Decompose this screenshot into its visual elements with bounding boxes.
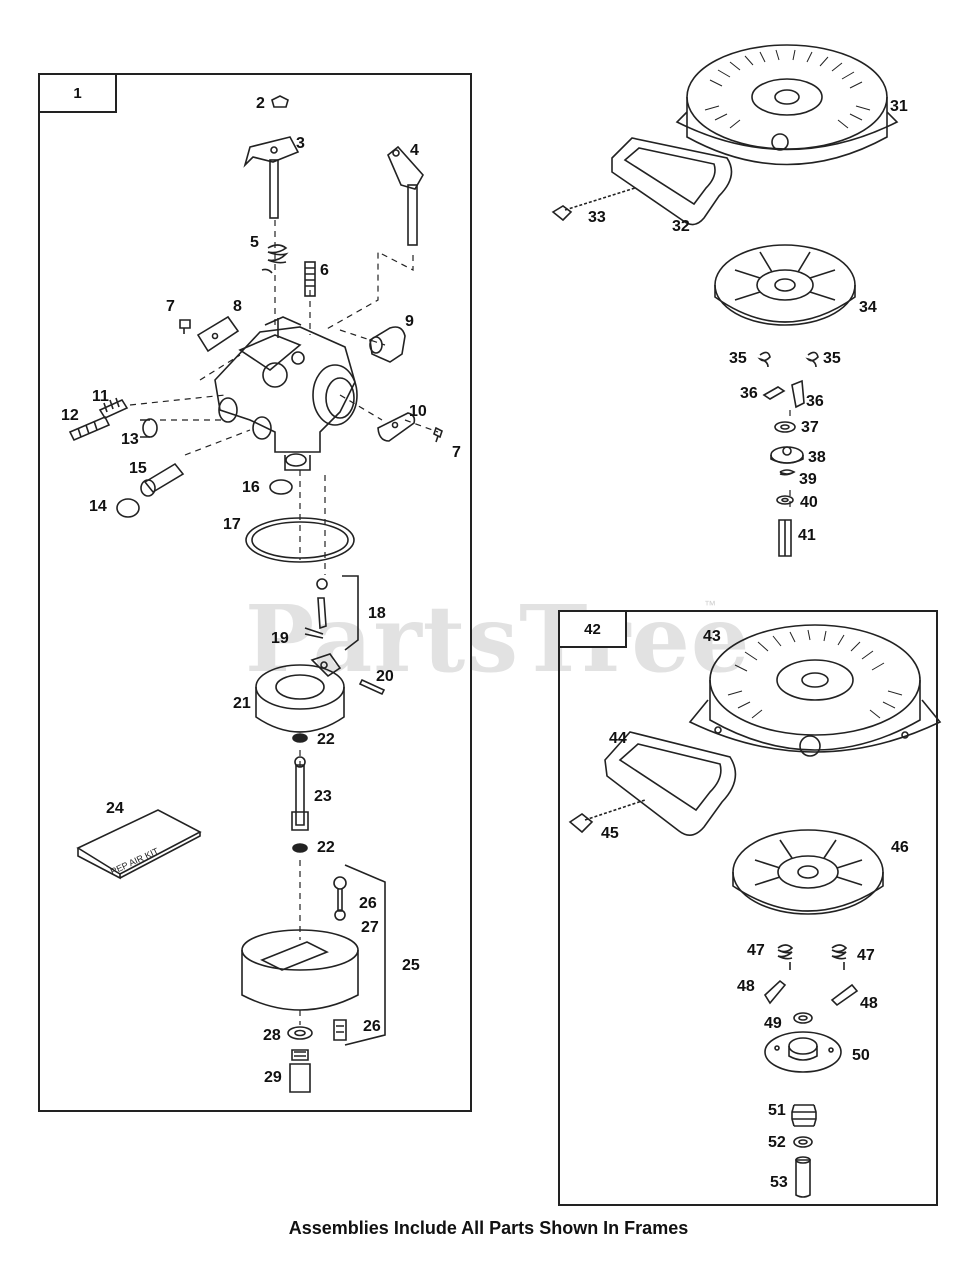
callout-2: 2 xyxy=(256,95,265,112)
callout-50: 50 xyxy=(852,1047,870,1064)
callout-25: 25 xyxy=(402,957,420,974)
callout-39: 39 xyxy=(799,471,817,488)
starter-frame-tag: 42 xyxy=(558,610,627,648)
callout-36-left: 36 xyxy=(740,385,758,402)
callout-45: 45 xyxy=(601,825,619,842)
callout-14: 14 xyxy=(89,498,107,515)
callout-17: 17 xyxy=(223,516,241,533)
callout-34: 34 xyxy=(859,299,877,316)
callout-8: 8 xyxy=(233,298,242,315)
callout-41: 41 xyxy=(798,527,816,544)
callout-43: 43 xyxy=(703,628,721,645)
callout-53: 53 xyxy=(770,1174,788,1191)
callout-35-left: 35 xyxy=(729,350,747,367)
callout-36-right: 36 xyxy=(806,393,824,410)
callout-32: 32 xyxy=(672,218,690,235)
watermark-trademark: ™ xyxy=(704,598,716,612)
callout-27: 27 xyxy=(361,919,379,936)
callout-16: 16 xyxy=(242,479,260,496)
callout-22-top: 22 xyxy=(317,731,335,748)
callout-7-top: 7 xyxy=(166,298,175,315)
carburetor-assembly-frame xyxy=(38,73,472,1112)
callout-23: 23 xyxy=(314,788,332,805)
callout-47-left: 47 xyxy=(747,942,765,959)
callout-29: 29 xyxy=(264,1069,282,1086)
callout-10: 10 xyxy=(409,403,427,420)
diagram-caption: Assemblies Include All Parts Shown In Fr… xyxy=(288,1218,689,1238)
callout-35-right: 35 xyxy=(823,350,841,367)
callout-44: 44 xyxy=(609,730,627,747)
callout-48-right: 48 xyxy=(860,995,878,1012)
callout-11: 11 xyxy=(92,388,109,405)
callout-37: 37 xyxy=(801,419,819,436)
callout-5: 5 xyxy=(250,234,259,251)
callout-52: 52 xyxy=(768,1134,786,1151)
callout-19: 19 xyxy=(271,630,289,647)
callout-12: 12 xyxy=(61,407,79,424)
callout-33: 33 xyxy=(588,209,606,226)
callout-47-right: 47 xyxy=(857,947,875,964)
callout-4: 4 xyxy=(410,142,419,159)
callout-26-top: 26 xyxy=(359,895,377,912)
callout-46: 46 xyxy=(891,839,909,856)
callout-24: 24 xyxy=(106,800,124,817)
callout-28: 28 xyxy=(263,1027,281,1044)
callout-48-left: 48 xyxy=(737,978,755,995)
callout-13: 13 xyxy=(121,431,139,448)
callout-9: 9 xyxy=(405,313,414,330)
callout-22-bottom: 22 xyxy=(317,839,335,856)
callout-18: 18 xyxy=(368,605,386,622)
callout-40: 40 xyxy=(800,494,818,511)
callout-21: 21 xyxy=(233,695,251,712)
callout-7-right: 7 xyxy=(452,444,461,461)
carburetor-frame-tag: 1 xyxy=(38,73,117,113)
callout-15: 15 xyxy=(129,460,147,477)
callout-31: 31 xyxy=(890,98,908,115)
callout-26-bottom: 26 xyxy=(363,1018,381,1035)
callout-6: 6 xyxy=(320,262,329,279)
callout-38: 38 xyxy=(808,449,826,466)
callout-49: 49 xyxy=(764,1015,782,1032)
callout-20: 20 xyxy=(376,668,394,685)
starter-assembly-frame xyxy=(558,610,938,1206)
callout-51: 51 xyxy=(768,1102,786,1119)
callout-3: 3 xyxy=(296,135,305,152)
